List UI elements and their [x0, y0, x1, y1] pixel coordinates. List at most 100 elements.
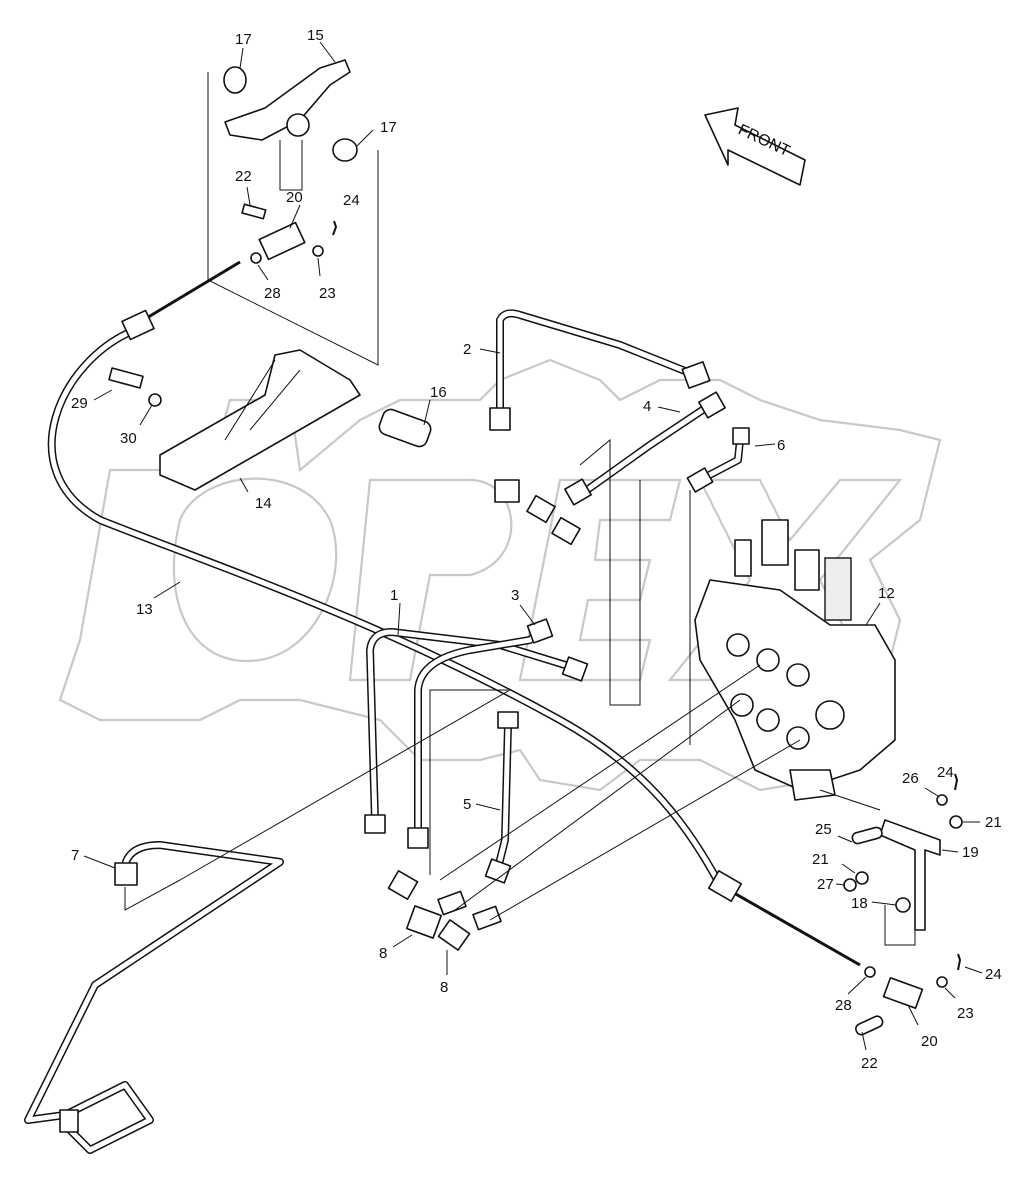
callout-5: 5 [463, 796, 501, 813]
callout-30: 30 [120, 404, 153, 447]
callout-18: 18 [851, 895, 897, 912]
svg-text:1: 1 [390, 587, 398, 604]
bushing-21-top [949, 815, 963, 829]
pedal-bracket-assembly [108, 349, 432, 491]
clevis-top [258, 221, 306, 261]
bushing-21-left [855, 871, 869, 885]
svg-text:23: 23 [319, 285, 336, 302]
svg-text:4: 4 [643, 398, 651, 415]
callout-14: 14 [239, 477, 272, 512]
svg-text:15: 15 [307, 27, 324, 44]
svg-text:28: 28 [264, 285, 281, 302]
callout-8b: 8 [440, 950, 448, 996]
callout-29: 29 [71, 389, 113, 412]
svg-text:2: 2 [463, 341, 471, 358]
callout-26: 26 [902, 770, 939, 797]
bolt [108, 367, 144, 389]
washer-top-right [312, 245, 324, 257]
watermark-gear-outline [58, 358, 942, 792]
callout-24b: 24 [937, 764, 954, 781]
clevis-top-assembly [241, 203, 338, 264]
callout-28a: 28 [257, 264, 281, 302]
callout-25: 25 [815, 821, 853, 843]
svg-text:23: 23 [957, 1005, 974, 1022]
bracket-19 [879, 819, 941, 931]
callout-27: 27 [817, 876, 846, 893]
svg-text:12: 12 [878, 585, 895, 602]
control-valve [694, 519, 896, 801]
svg-text:27: 27 [817, 876, 834, 893]
pin-25 [851, 826, 883, 845]
callout-13: 13 [136, 581, 181, 618]
nut-top [250, 252, 262, 264]
callout-23b: 23 [944, 987, 974, 1022]
svg-text:17: 17 [380, 119, 397, 136]
svg-text:24: 24 [343, 192, 360, 209]
callout-1: 1 [390, 587, 401, 636]
svg-text:17: 17 [235, 31, 252, 48]
callout-17b: 17 [356, 119, 397, 147]
svg-text:16: 16 [430, 384, 447, 401]
svg-text:7: 7 [71, 847, 79, 864]
long-tube [24, 689, 511, 1154]
callout-15: 15 [307, 27, 336, 63]
callout-28b: 28 [835, 976, 867, 1014]
callout-21b: 21 [812, 851, 856, 874]
svg-text:25: 25 [815, 821, 832, 838]
callout-23a: 23 [317, 257, 336, 302]
svg-text:26: 26 [902, 770, 919, 787]
control-cable [47, 260, 861, 967]
watermark-letter-p [348, 478, 513, 682]
washer-23-bottom [936, 976, 948, 988]
callout-8a: 8 [379, 934, 413, 962]
svg-text:24: 24 [937, 764, 954, 781]
svg-text:21: 21 [812, 851, 829, 868]
svg-text:19: 19 [962, 844, 979, 861]
svg-text:22: 22 [235, 168, 252, 185]
bushing-left [223, 66, 247, 94]
svg-text:28: 28 [835, 997, 852, 1014]
svg-text:22: 22 [861, 1055, 878, 1072]
valve-linkage [819, 773, 963, 1036]
svg-text:6: 6 [777, 437, 785, 454]
washer-26 [936, 794, 948, 806]
callout-24c: 24 [964, 966, 1002, 983]
upper-tubes [489, 309, 750, 745]
callout-24a: 24 [343, 192, 360, 209]
svg-text:29: 29 [71, 395, 88, 412]
svg-text:21: 21 [985, 814, 1002, 831]
callout-7: 7 [71, 847, 116, 869]
svg-text:8: 8 [440, 979, 448, 996]
bushing-right [332, 138, 358, 162]
washer-18 [895, 897, 911, 913]
pedal-bracket [159, 349, 361, 491]
pedal-assembly [207, 59, 379, 366]
washer-bracket [148, 393, 162, 407]
svg-text:30: 30 [120, 430, 137, 447]
svg-text:20: 20 [286, 189, 303, 206]
nut-28-bottom [864, 966, 876, 978]
svg-text:24: 24 [985, 966, 1002, 983]
pin-bracket [378, 408, 432, 448]
o-ring-27 [843, 878, 857, 892]
svg-text:3: 3 [511, 587, 519, 604]
svg-text:13: 13 [136, 601, 153, 618]
callout-22b: 22 [861, 1031, 878, 1072]
callout-22a: 22 [235, 168, 252, 206]
elbow-fitting-b [437, 919, 471, 951]
lower-tubes [364, 618, 801, 951]
front-direction-arrow: FRONT [704, 107, 806, 186]
svg-text:14: 14 [255, 495, 272, 512]
svg-text:5: 5 [463, 796, 471, 813]
callout-4: 4 [643, 398, 681, 415]
pin-22-bottom [855, 1015, 884, 1036]
arrow-left-icon [704, 107, 806, 186]
pedal-hub [286, 113, 310, 137]
callout-3: 3 [511, 587, 536, 626]
callout-6: 6 [754, 437, 785, 454]
svg-text:20: 20 [921, 1033, 938, 1050]
elbow-fitting-a [405, 905, 443, 939]
svg-text:8: 8 [379, 945, 387, 962]
